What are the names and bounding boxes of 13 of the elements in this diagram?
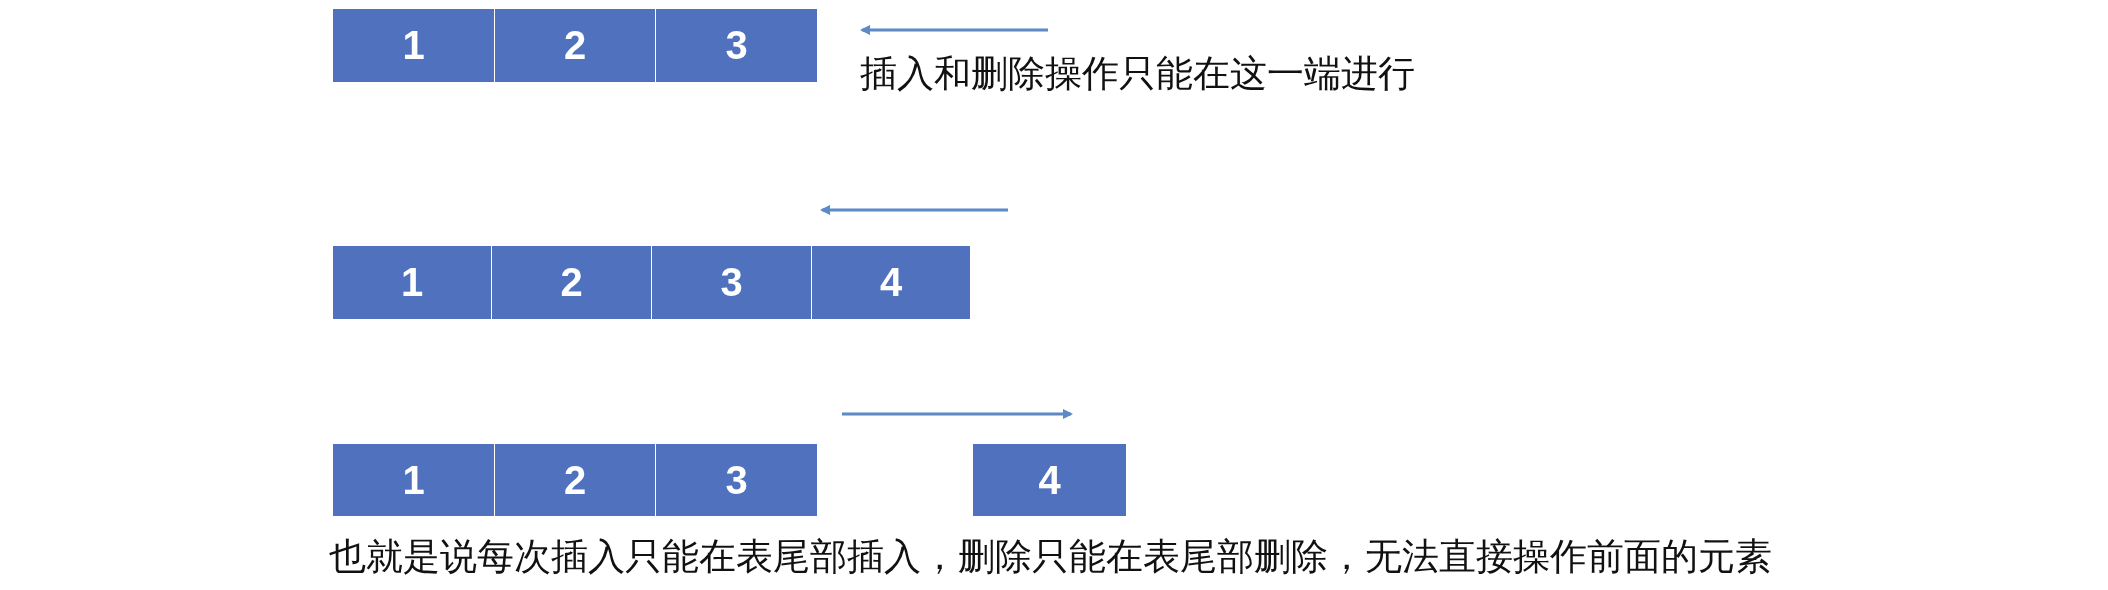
stack-cell: 4	[812, 246, 970, 319]
stack-cell: 1	[333, 246, 491, 319]
stack-cell: 3	[656, 9, 817, 82]
stack-cell: 2	[495, 9, 655, 82]
stack-cell: 3	[652, 246, 811, 319]
stack-cell: 3	[656, 444, 817, 516]
stack-cell: 4	[973, 444, 1126, 516]
stack-cell: 1	[333, 9, 494, 82]
note-text: 也就是说每次插入只能在表尾部插入，删除只能在表尾部删除，无法直接操作前面的元素	[329, 535, 1772, 580]
stack-cell: 2	[495, 444, 655, 516]
note-text: 插入和删除操作只能在这一端进行	[860, 52, 1415, 97]
stack-cell: 2	[492, 246, 651, 319]
stack-cell: 1	[333, 444, 494, 516]
